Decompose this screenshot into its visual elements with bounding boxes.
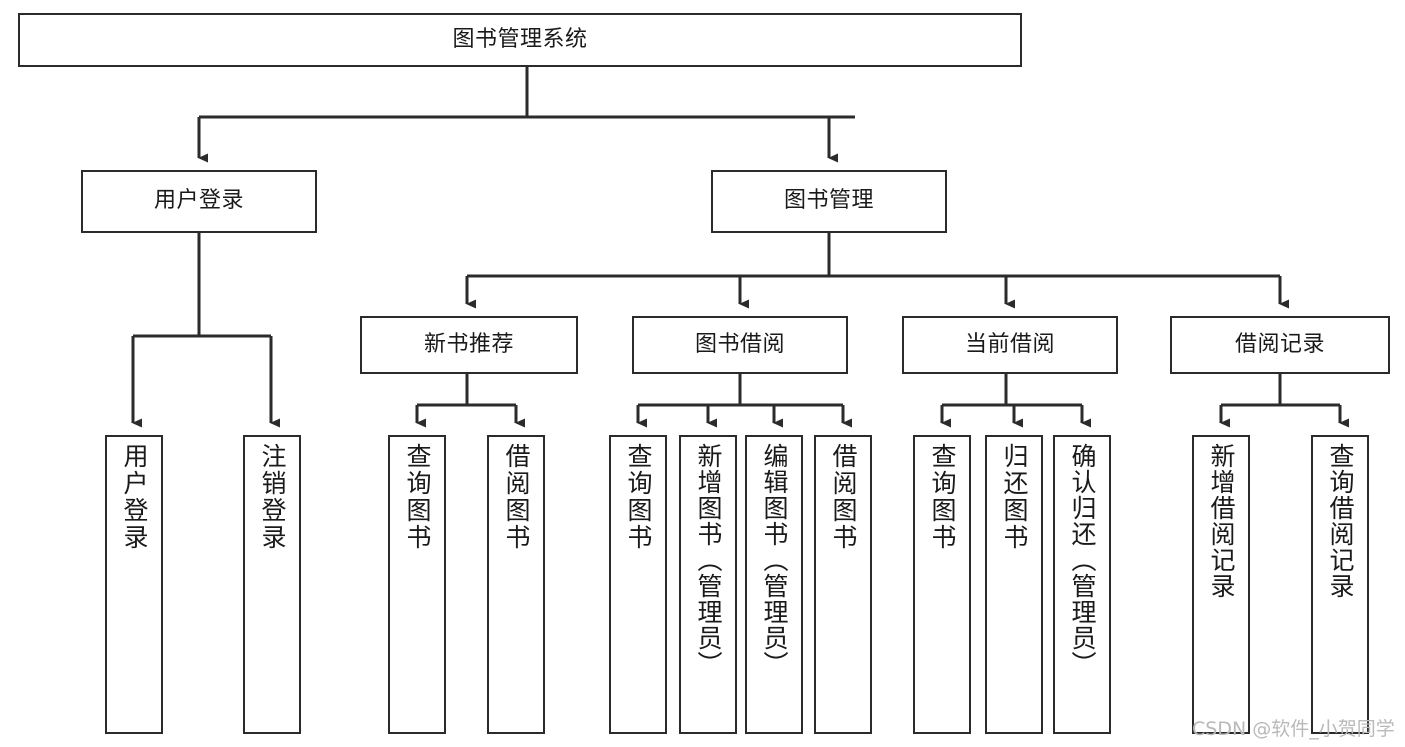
- leaf-lend-book[interactable]: 借阅图书: [814, 435, 872, 734]
- leaf-query-book-current[interactable]: 查询图书: [913, 435, 971, 734]
- node-user-login-label: 用户登录: [153, 188, 244, 214]
- node-new-book-recommend-label: 新书推荐: [423, 331, 514, 357]
- leaf-query-book-borrow[interactable]: 查询图书: [609, 435, 667, 734]
- node-book-management[interactable]: 图书管理: [711, 170, 947, 233]
- node-book-management-label: 图书管理: [783, 188, 874, 214]
- node-book-borrow[interactable]: 图书借阅: [632, 316, 848, 374]
- leaf-user-login[interactable]: 用户登录: [105, 435, 163, 734]
- node-user-login[interactable]: 用户登录: [81, 170, 317, 233]
- leaf-confirm-return-admin[interactable]: 确认归还（管理员）: [1053, 435, 1111, 734]
- leaf-query-book-new[interactable]: 查询图书: [388, 435, 446, 734]
- leaf-query-book-new-label: 查询图书: [403, 443, 432, 551]
- leaf-add-borrow-record-label: 新增借阅记录: [1207, 443, 1236, 599]
- leaf-add-book-admin[interactable]: 新增图书（管理员）: [679, 435, 737, 734]
- leaf-user-login-label: 用户登录: [120, 443, 149, 551]
- leaf-edit-book-admin-label: 编辑图书（管理员）: [760, 443, 789, 677]
- node-root-label: 图书管理系统: [452, 26, 588, 52]
- node-root-system[interactable]: 图书管理系统: [18, 13, 1022, 67]
- leaf-add-borrow-record[interactable]: 新增借阅记录: [1192, 435, 1250, 734]
- leaf-lend-book-label: 借阅图书: [829, 443, 858, 551]
- node-borrow-records[interactable]: 借阅记录: [1170, 316, 1390, 374]
- leaf-logout-label: 注销登录: [258, 443, 287, 551]
- leaf-borrow-book-new-label: 借阅图书: [502, 443, 531, 551]
- leaf-confirm-return-admin-label: 确认归还（管理员）: [1068, 443, 1097, 677]
- node-new-book-recommend[interactable]: 新书推荐: [360, 316, 578, 374]
- leaf-logout[interactable]: 注销登录: [243, 435, 301, 734]
- csdn-watermark: CSDN @软件_小贺同学: [1192, 718, 1395, 740]
- leaf-query-borrow-record-label: 查询借阅记录: [1326, 443, 1355, 599]
- leaf-query-book-borrow-label: 查询图书: [624, 443, 653, 551]
- leaf-query-book-current-label: 查询图书: [928, 443, 957, 551]
- node-borrow-records-label: 借阅记录: [1234, 331, 1325, 357]
- node-book-borrow-label: 图书借阅: [694, 331, 785, 357]
- leaf-query-borrow-record[interactable]: 查询借阅记录: [1311, 435, 1369, 734]
- node-current-borrow[interactable]: 当前借阅: [902, 316, 1118, 374]
- leaf-borrow-book-new[interactable]: 借阅图书: [487, 435, 545, 734]
- leaf-return-book[interactable]: 归还图书: [985, 435, 1043, 734]
- leaf-return-book-label: 归还图书: [1000, 443, 1029, 551]
- leaf-edit-book-admin[interactable]: 编辑图书（管理员）: [745, 435, 803, 734]
- node-current-borrow-label: 当前借阅: [964, 331, 1055, 357]
- leaf-add-book-admin-label: 新增图书（管理员）: [694, 443, 723, 677]
